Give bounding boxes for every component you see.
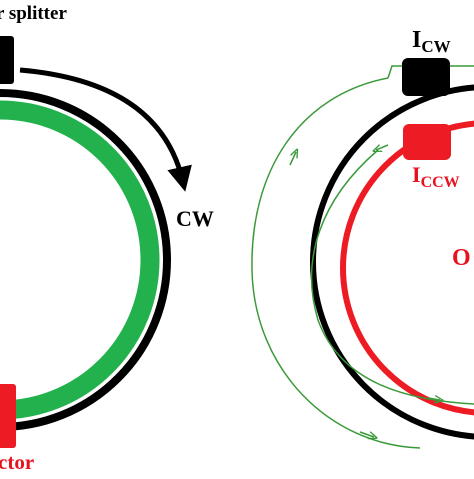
icw-subscript: CW [421,37,450,56]
cw-beam-arrow-left [289,152,296,166]
right-partial-label: O [452,245,471,271]
iccw-subscript: CCW [421,174,460,191]
cw-beam-path [251,77,421,449]
ccw-beam-arrow-top [376,145,389,150]
icw-block [402,58,450,96]
ccw-beam-arrow-bottom [427,398,440,400]
beam-splitter-block [0,36,14,84]
right-panel: ICW ICCW O [251,27,474,449]
detector-block [0,384,16,448]
icw-label: ICW [412,27,451,56]
ccw-red-ring [340,120,474,416]
cw-direction-arrow [19,67,192,192]
cw-label: CW [176,206,214,231]
fiber-coil-green [0,100,160,420]
ccw-beam-path [310,149,474,405]
left-panel: r splitter CW ctor [0,3,214,474]
fiber-ring-black [0,89,171,431]
iccw-label: ICCW [412,162,460,191]
splitter-label: r splitter [0,3,67,24]
iccw-block [403,124,451,160]
detector-label: ctor [0,450,34,474]
cw-beam-arrow-bottom [359,432,374,437]
